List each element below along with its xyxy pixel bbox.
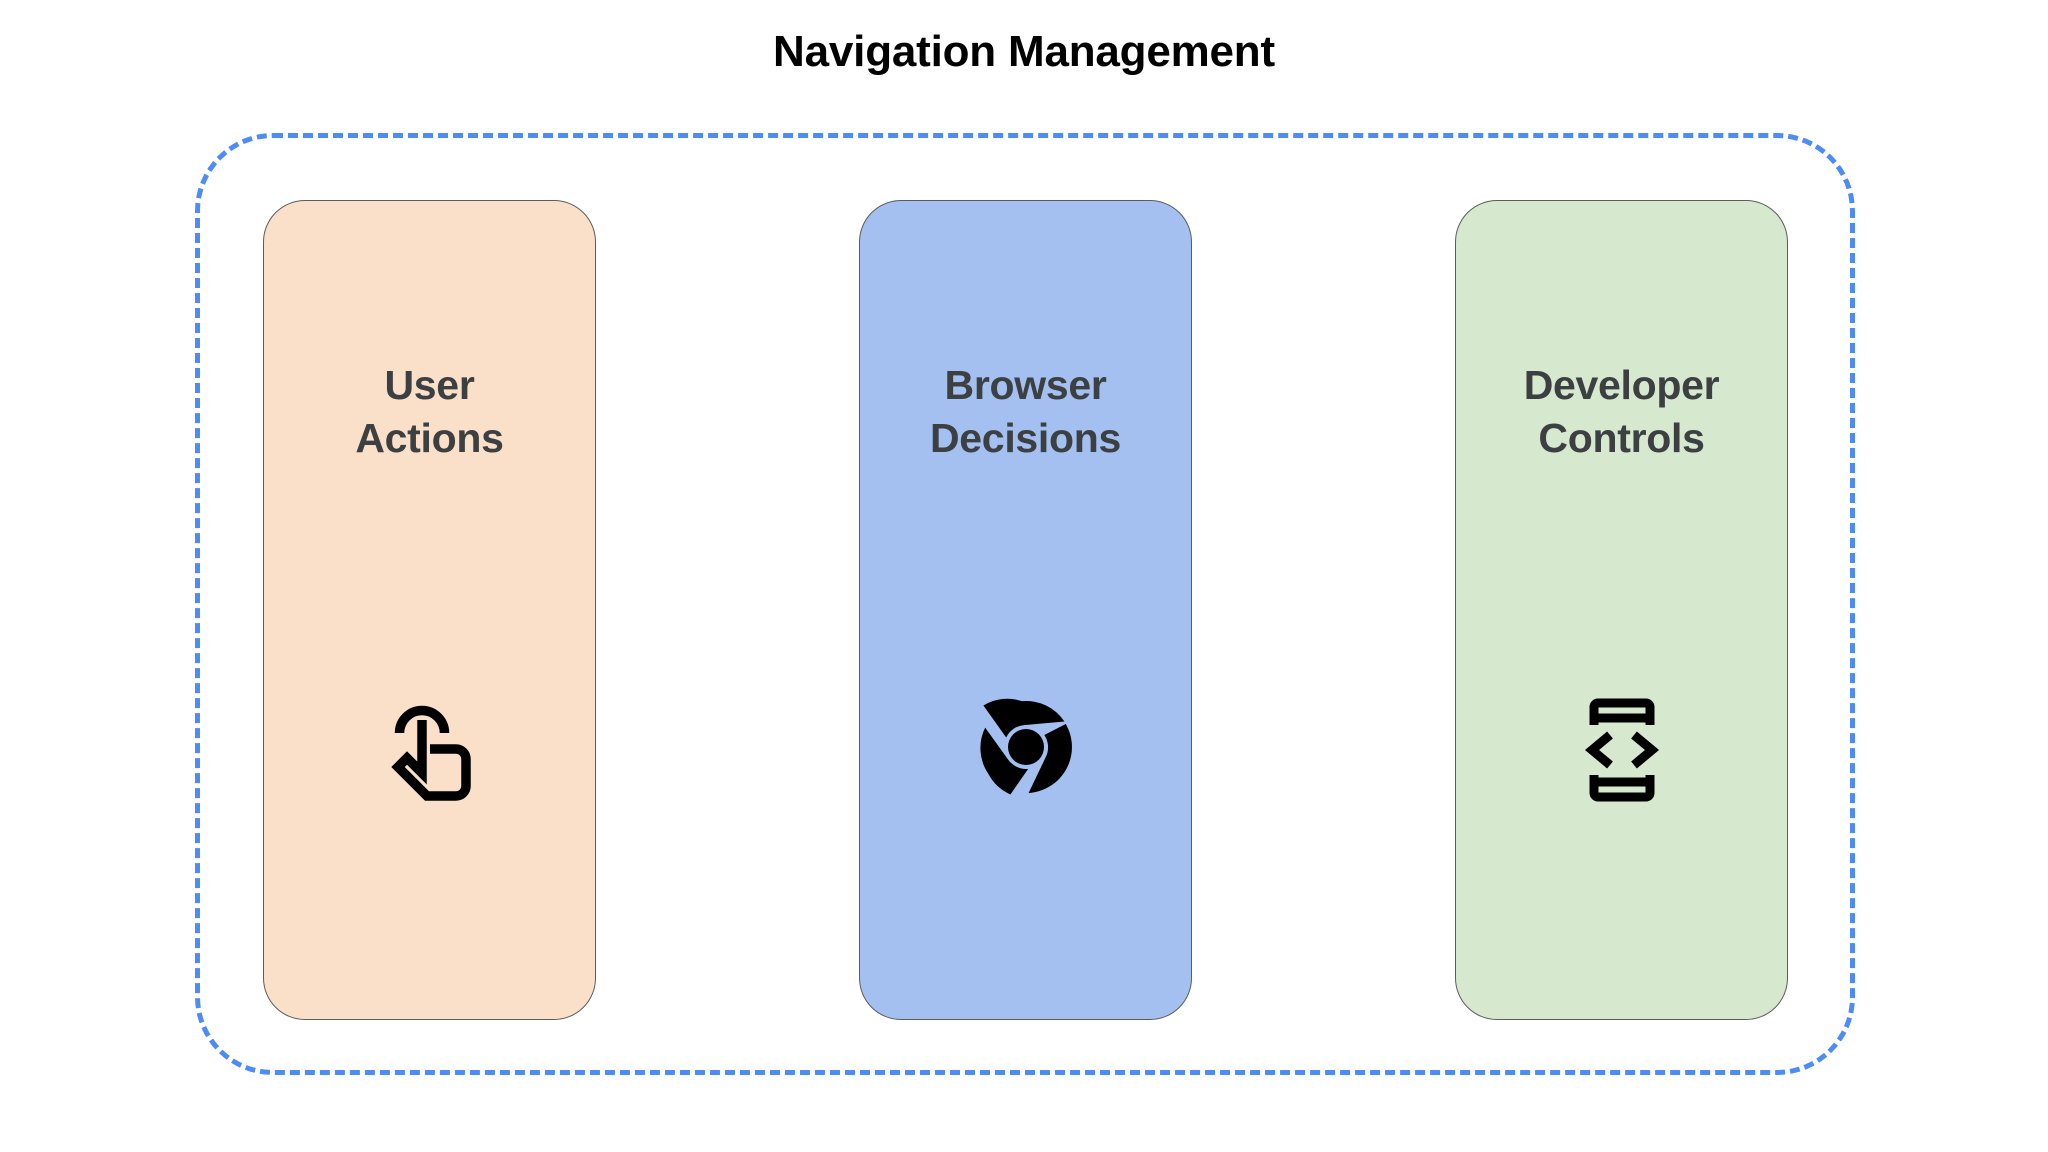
card-user-actions[interactable]: User Actions bbox=[263, 200, 596, 1020]
card-developer-controls[interactable]: Developer Controls bbox=[1455, 200, 1788, 1020]
card-user-actions-label: User Actions bbox=[355, 362, 504, 462]
card-developer-controls-label: Developer Controls bbox=[1523, 362, 1720, 462]
cards-row: User Actions Browser Decisions bbox=[263, 200, 1788, 1020]
chrome-logo-icon bbox=[860, 697, 1191, 797]
developer-mode-icon bbox=[1456, 697, 1787, 803]
page-title: Navigation Management bbox=[773, 27, 1275, 76]
dashed-group-boundary bbox=[195, 133, 1855, 1075]
card-browser-decisions[interactable]: Browser Decisions bbox=[859, 200, 1192, 1020]
touch-app-icon bbox=[264, 697, 595, 801]
card-browser-decisions-label: Browser Decisions bbox=[930, 362, 1121, 462]
